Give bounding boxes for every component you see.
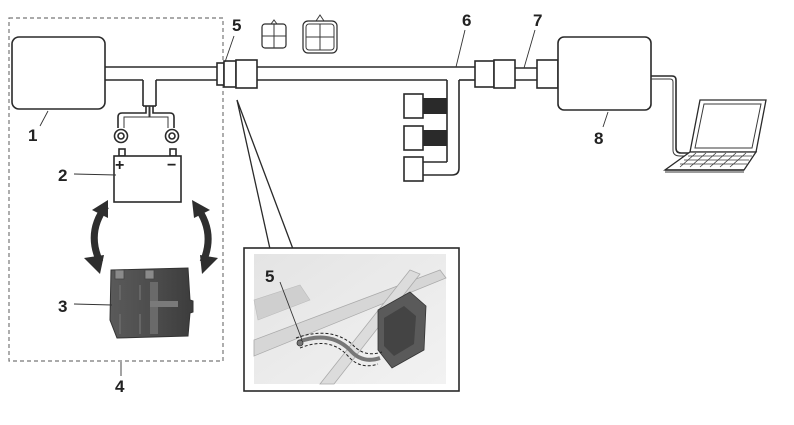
inset-callout-5: 5	[265, 267, 274, 286]
inset-pointer	[236, 99, 294, 250]
component-1-box	[11, 36, 106, 110]
component-8-box	[557, 36, 652, 111]
inset-photo	[243, 247, 460, 392]
callout-4: 4	[115, 377, 125, 396]
battery-positive-terminal: +	[115, 157, 124, 174]
callout-8: 8	[594, 129, 603, 148]
callout-7: 7	[533, 11, 542, 30]
usb-cable	[651, 75, 690, 154]
laptop-icon	[662, 99, 767, 173]
battery-negative-terminal: −	[167, 157, 176, 174]
connector-7	[474, 59, 559, 89]
harness-left	[105, 66, 218, 144]
connector-face-small-icon	[261, 19, 287, 49]
connector-5	[216, 59, 258, 89]
callout-2: 2	[58, 166, 67, 185]
leader-lines	[39, 29, 609, 376]
callout-3: 3	[58, 297, 67, 316]
swap-arrow-right-icon	[192, 200, 218, 274]
connector-face-large-icon	[302, 14, 338, 54]
group-boundary	[8, 17, 224, 362]
replacement-unit	[109, 267, 194, 339]
main-harness	[257, 66, 475, 176]
swap-arrow-left-icon	[84, 200, 109, 274]
callout-5: 5	[232, 16, 241, 35]
callout-6: 6	[462, 11, 471, 30]
battery-body	[113, 155, 182, 203]
callout-1: 1	[28, 126, 37, 145]
battery: + −	[113, 148, 182, 203]
sub-connectors	[403, 93, 447, 182]
